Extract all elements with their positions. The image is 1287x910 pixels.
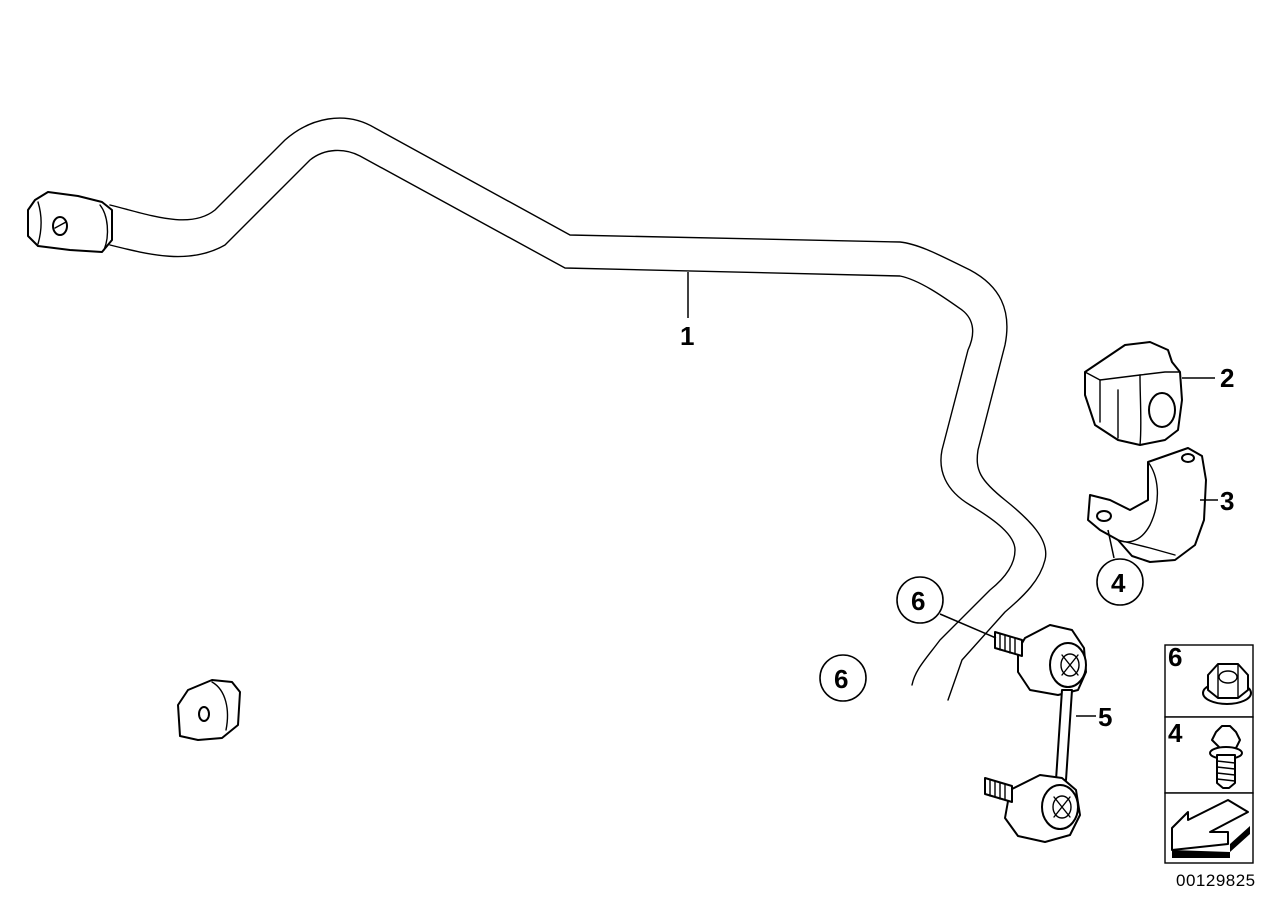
- callout-6a-circle: [896, 576, 944, 624]
- rubber-mounting: [1084, 341, 1183, 446]
- stabilizer-bar-lower-edge: [109, 149, 1016, 686]
- stabilizer-bar-upper-edge: [109, 117, 1047, 701]
- callout-3: 3: [1220, 486, 1234, 516]
- stabilizer-bar: [27, 117, 1047, 741]
- callout-1: 1: [680, 321, 694, 351]
- stabilizer-bar-link-hole: [198, 706, 210, 722]
- callout-5: 5: [1098, 702, 1112, 732]
- callout-6b-circle: [819, 654, 867, 702]
- leader-4: [1107, 529, 1115, 559]
- diagram-code: 00129825: [1176, 871, 1256, 890]
- legend-panel: 6 4: [1164, 642, 1254, 864]
- leader-6a: [939, 613, 997, 639]
- callout-4: 4: [1111, 568, 1126, 598]
- bracket: [1087, 447, 1207, 563]
- torx-bolt-icon: [1209, 725, 1243, 789]
- legend-number-4: 4: [1168, 718, 1183, 748]
- legend-number-6: 6: [1168, 642, 1182, 672]
- callout-2: 2: [1220, 363, 1234, 393]
- callout-6b: 6: [834, 664, 848, 694]
- direction-arrow-icon: [1171, 799, 1250, 858]
- flange-nut-icon: [1202, 663, 1252, 705]
- pendulum-support: [984, 624, 1087, 843]
- stabilizer-bar-left-eye: [27, 191, 113, 253]
- callout-4-circle: [1096, 558, 1144, 606]
- callout-6a: 6: [911, 586, 925, 616]
- rubber-mounting-bore: [1148, 392, 1176, 428]
